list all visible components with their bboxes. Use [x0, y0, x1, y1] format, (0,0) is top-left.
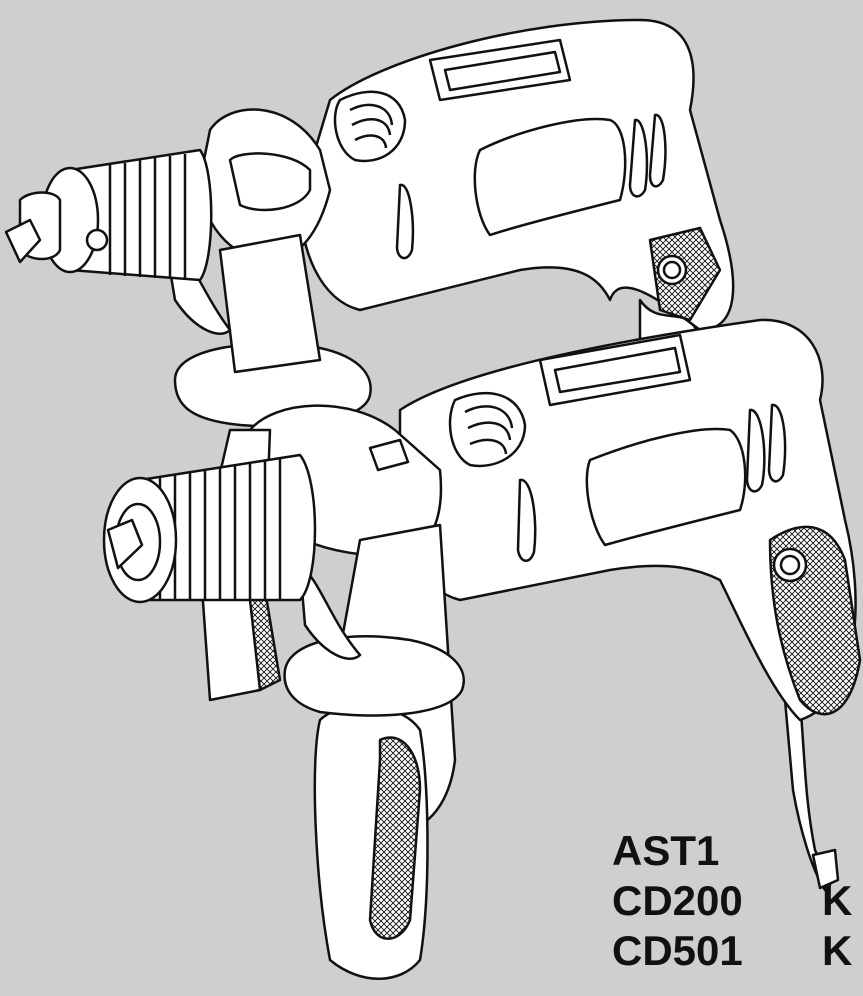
model-row: AST1 — [612, 826, 852, 876]
model-code: CD200 — [612, 877, 743, 924]
drill-bottom — [102, 318, 862, 980]
model-suffix: K — [822, 877, 853, 924]
model-row: CD200 K — [612, 876, 852, 926]
model-list: AST1 CD200 K CD501 K — [612, 826, 852, 976]
model-code: AST1 — [612, 827, 720, 874]
model-code: CD501 — [612, 927, 743, 974]
drill-top — [4, 18, 735, 428]
model-suffix: K — [822, 927, 853, 974]
model-row: CD501 K — [612, 926, 852, 976]
